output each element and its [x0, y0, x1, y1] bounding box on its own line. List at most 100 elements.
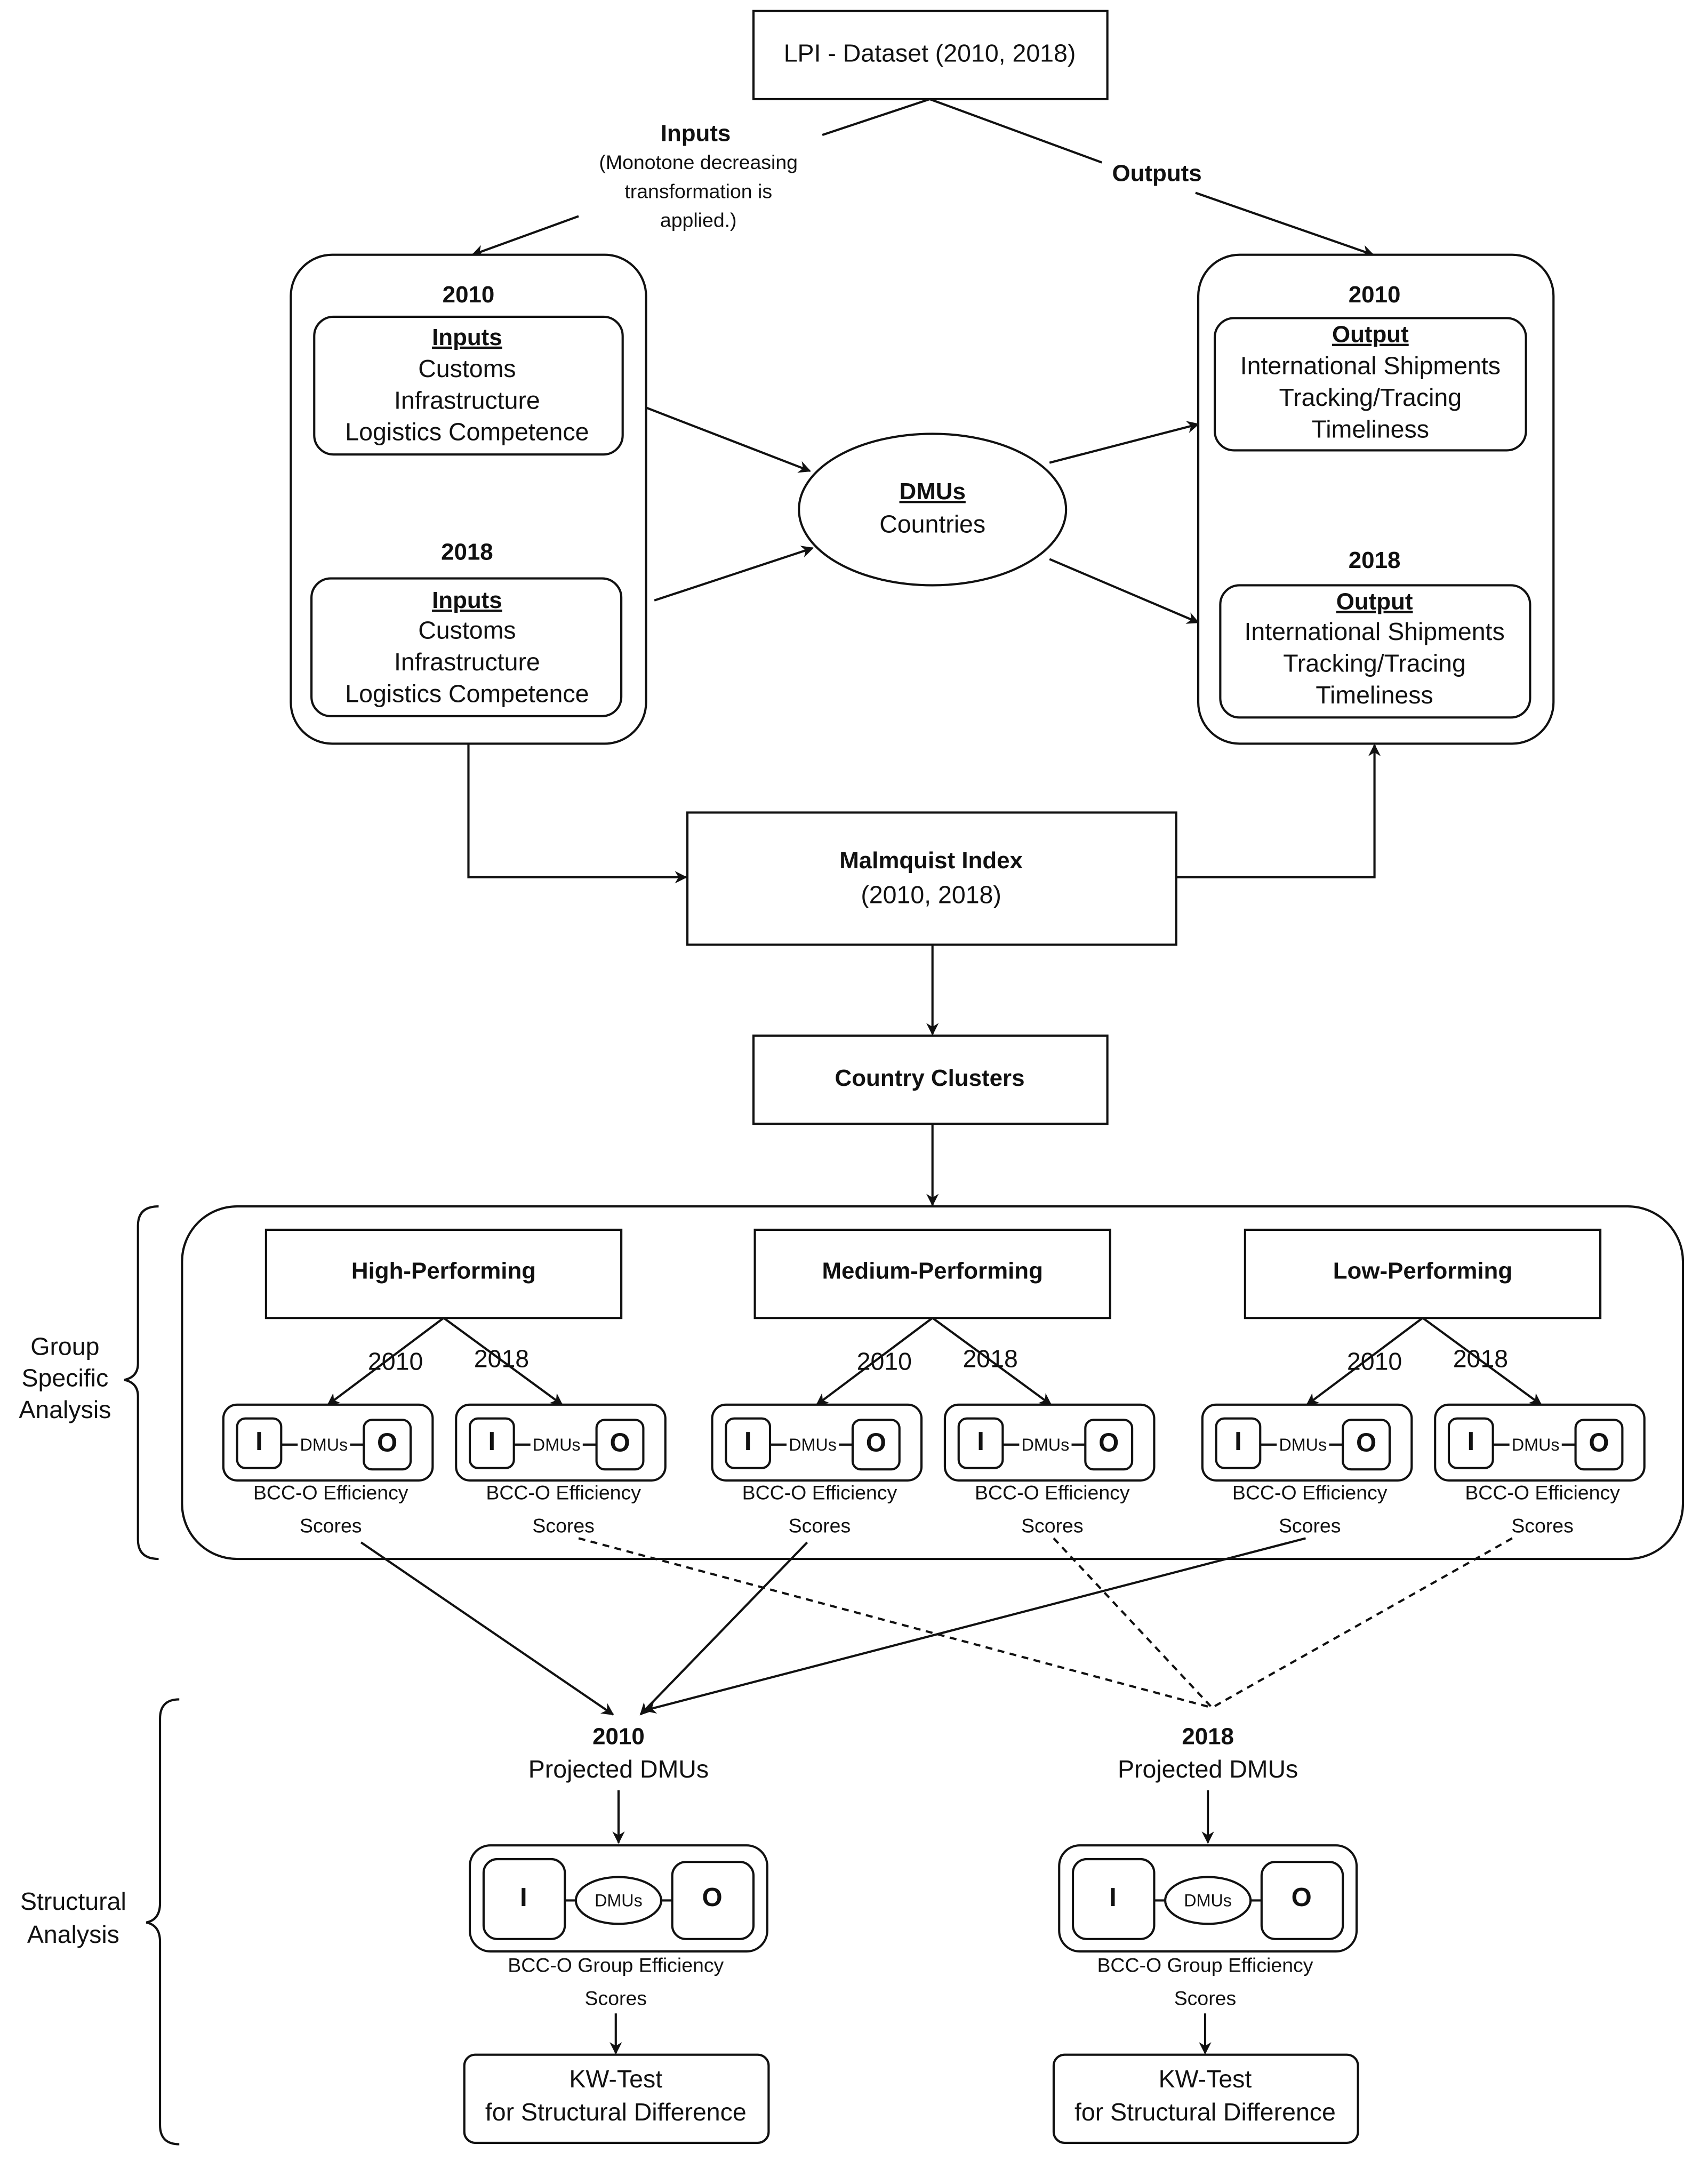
group-side-label: Group: [30, 1332, 99, 1360]
output-letter: O: [1589, 1429, 1609, 1458]
year-label-2018: 2018: [963, 1345, 1017, 1373]
efficiency-caption: Scores: [532, 1515, 595, 1537]
structural-brace: [146, 1698, 180, 2146]
input-year-2018: 2018: [441, 539, 493, 565]
inputs-2010-title: Inputs: [432, 324, 502, 350]
input-node: [468, 1417, 515, 1469]
connector: [1422, 1317, 1542, 1406]
input-year-2010: 2010: [443, 282, 495, 308]
efficiency-caption: BCC-O Efficiency: [1232, 1482, 1388, 1504]
input-letter: I: [488, 1427, 496, 1456]
efficiency-caption: Scores: [1279, 1515, 1341, 1537]
output-2010-title: Output: [1332, 322, 1409, 348]
malmquist-subtitle: (2010, 2018): [861, 881, 1001, 908]
outputs-edge: [929, 98, 1103, 164]
year-label-2010: 2010: [1347, 1348, 1402, 1375]
inputs-edge-arrow: [471, 215, 579, 257]
dmus-label: DMUs: [595, 1891, 643, 1910]
input-node: [1072, 1858, 1156, 1940]
efficiency-caption: BCC-O Efficiency: [253, 1482, 408, 1504]
inputs-edge-note: transformation is: [624, 180, 772, 202]
dataset-label: LPI - Dataset (2010, 2018): [784, 39, 1076, 67]
kw-test-subtitle: for Structural Difference: [485, 2098, 747, 2126]
output-letter: O: [377, 1429, 397, 1458]
inputs-edge-title: Inputs: [661, 121, 731, 147]
kw-test-title: KW-Test: [569, 2065, 662, 2093]
dmus-title: DMUs: [900, 478, 966, 505]
inputs-2018-title: Inputs: [432, 587, 502, 613]
input-node: [482, 1858, 566, 1940]
group-name: High-Performing: [351, 1258, 536, 1284]
dmus-label: DMUs: [1279, 1435, 1327, 1454]
inputs-2018-box: [310, 577, 623, 717]
connector: [1049, 421, 1200, 464]
connector: [1176, 743, 1381, 878]
output-item: International Shipments: [1244, 618, 1504, 645]
connector: [815, 1317, 933, 1406]
projected-year: 2018: [1182, 1723, 1234, 1749]
connector: [1049, 558, 1200, 624]
structural-side-label: Structural: [20, 1887, 126, 1915]
efficiency-caption: Scores: [1511, 1515, 1574, 1537]
input-item: Infrastructure: [394, 386, 540, 414]
projected-label: Projected DMUs: [1118, 1755, 1298, 1783]
country-clusters-label: Country Clusters: [835, 1065, 1025, 1091]
dmus-subtitle: Countries: [879, 510, 985, 538]
dmus-label: DMUs: [789, 1435, 837, 1454]
dmus-label: DMUs: [1022, 1435, 1070, 1454]
input-node: [725, 1417, 772, 1469]
input-item: Logistics Competence: [345, 418, 589, 446]
group-brace: [124, 1205, 159, 1560]
output-2018-title: Output: [1336, 589, 1413, 615]
efficiency-caption: BCC-O Efficiency: [975, 1482, 1130, 1504]
output-2010-box: [1213, 317, 1527, 452]
year-label-2010: 2010: [857, 1348, 912, 1375]
group-name: Low-Performing: [1333, 1258, 1512, 1284]
efficiency-caption: BCC-O Efficiency: [742, 1482, 897, 1504]
group-efficiency-caption: Scores: [585, 1987, 647, 2009]
projected-label: Projected DMUs: [528, 1755, 709, 1783]
input-letter: I: [1234, 1427, 1242, 1456]
output-letter: O: [1292, 1883, 1312, 1912]
output-node: [1260, 1861, 1344, 1940]
dmus-label: DMUs: [1184, 1891, 1232, 1910]
connector: [360, 1541, 614, 1716]
malmquist-box: [686, 811, 1177, 946]
connector: [1306, 1317, 1424, 1406]
kw-test-box: [463, 2053, 770, 2144]
dmus-label: DMUs: [1512, 1435, 1560, 1454]
year-label-2018: 2018: [474, 1345, 529, 1373]
dmus-label: DMUs: [300, 1435, 348, 1454]
dmus-ellipse: [1164, 1876, 1252, 1925]
output-item: Timeliness: [1312, 415, 1429, 443]
efficiency-caption: BCC-O Efficiency: [1465, 1482, 1620, 1504]
input-item: Logistics Competence: [345, 679, 589, 707]
input-item: Infrastructure: [394, 648, 540, 676]
group-efficiency-caption: BCC-O Group Efficiency: [508, 1954, 724, 1976]
dashed-connector: [578, 1537, 1213, 1709]
input-node: [957, 1417, 1004, 1469]
group-efficiency-caption: Scores: [1174, 1987, 1237, 2009]
input-node: [1215, 1417, 1262, 1469]
dashed-connector: [1053, 1537, 1213, 1709]
efficiency-caption: Scores: [1021, 1515, 1084, 1537]
connector: [654, 546, 814, 602]
group-box-2: [1244, 1228, 1602, 1319]
group-efficiency-caption: BCC-O Group Efficiency: [1097, 1954, 1313, 1976]
input-node: [1447, 1417, 1494, 1469]
dmus-ellipse: [574, 1876, 663, 1925]
connector: [645, 406, 812, 473]
group-box-0: [264, 1228, 623, 1319]
dashed-connector: [1211, 1537, 1513, 1709]
outputs-edge-title: Outputs: [1112, 161, 1202, 187]
connector: [443, 1317, 563, 1406]
output-item: Timeliness: [1316, 681, 1433, 709]
kw-test-subtitle: for Structural Difference: [1074, 2098, 1336, 2126]
inputs-edge: [822, 98, 931, 137]
input-item: Customs: [418, 355, 516, 382]
dataset-box: [752, 10, 1109, 100]
output-letter: O: [610, 1429, 630, 1458]
inputs-edge-note: (Monotone decreasing: [599, 151, 798, 173]
output-2018-box: [1219, 584, 1531, 719]
connector: [327, 1317, 445, 1406]
